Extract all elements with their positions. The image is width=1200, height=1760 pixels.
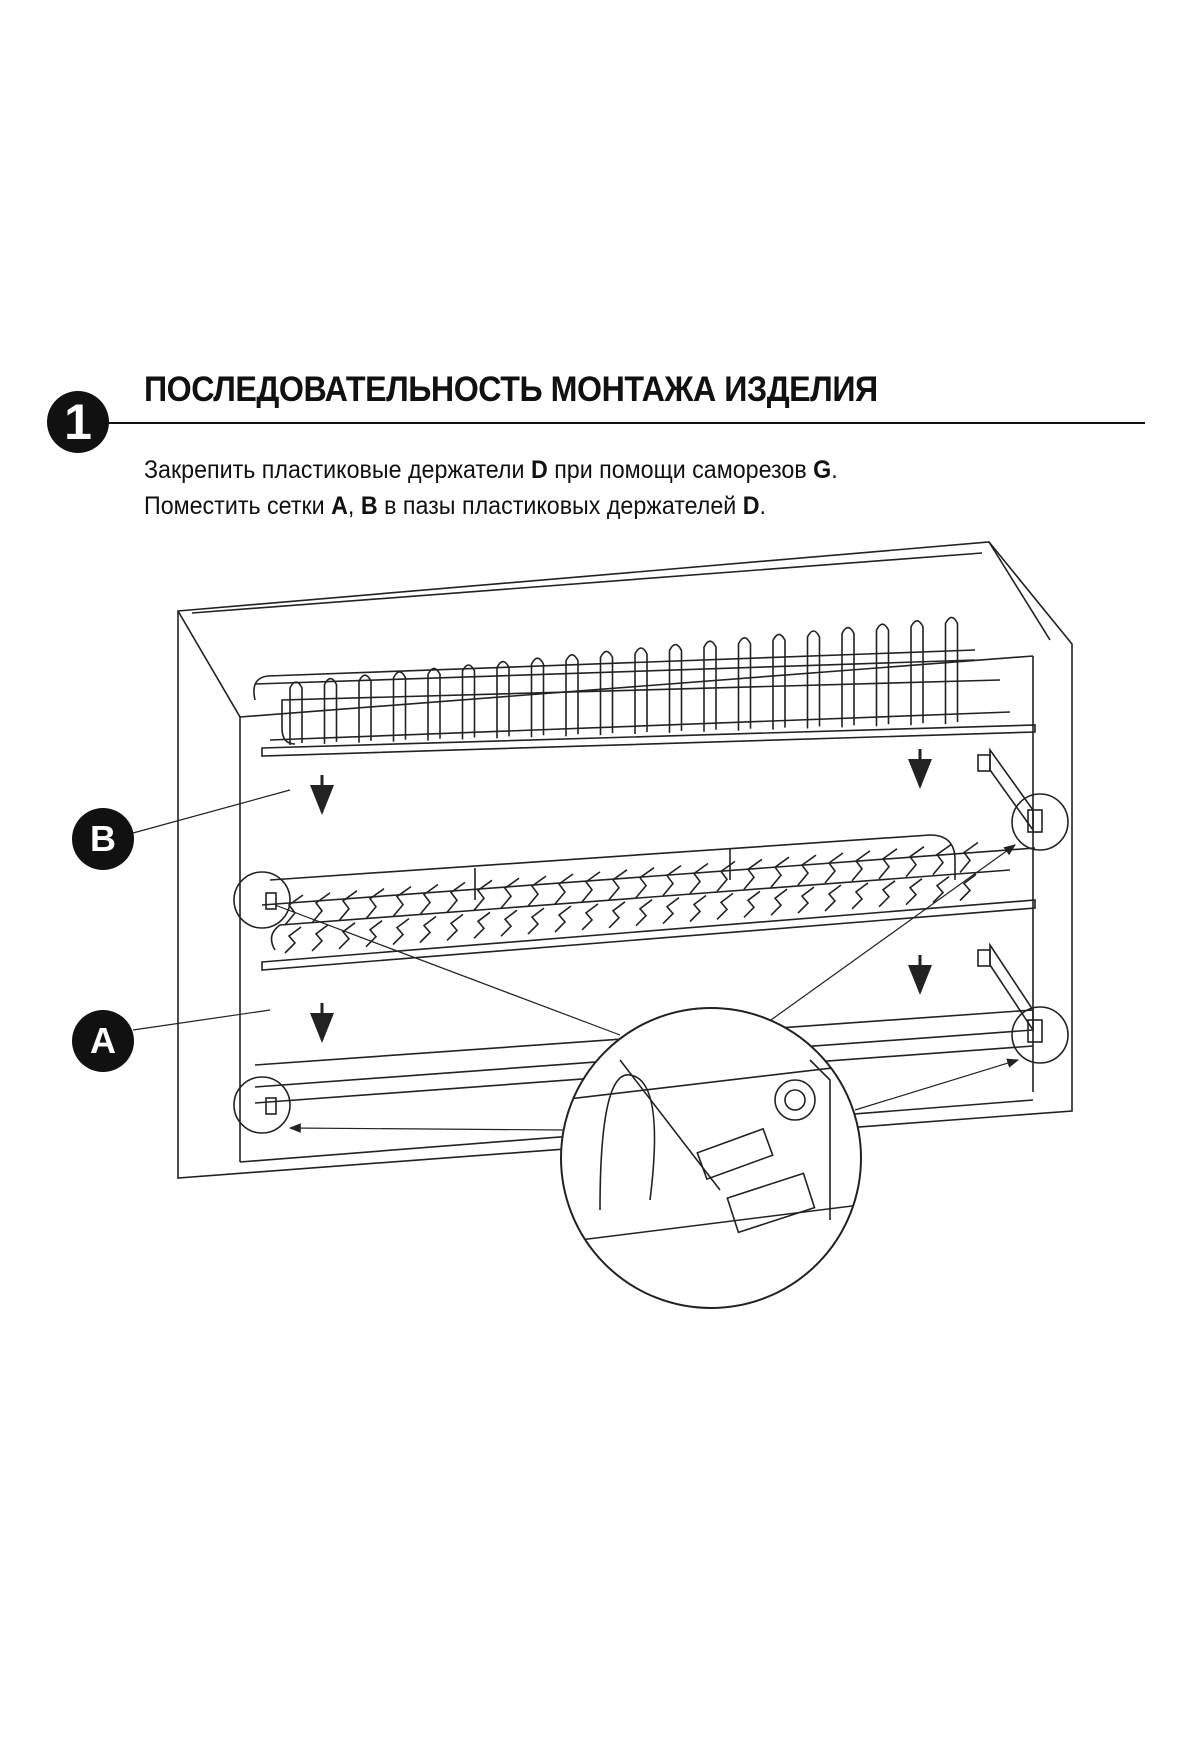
instruction-text: ,: [347, 492, 361, 520]
rack-wire: [878, 848, 898, 908]
rack-wire: [427, 667, 441, 741]
instruction-text: при помощи саморезов: [547, 456, 814, 484]
magnifier-detail: [560, 1007, 862, 1309]
rack-wire: [668, 643, 683, 733]
rack-wire: [932, 843, 952, 904]
instruction-line-1: Закрепить пластиковые держатели D при по…: [144, 456, 838, 485]
rack-wire: [772, 633, 786, 730]
rack-wire: [473, 879, 493, 939]
rack-wire: [392, 671, 407, 742]
wall-holders: [265, 747, 1043, 1115]
rack-wire: [737, 637, 752, 731]
instruction-text: Закрепить пластиковые держатели: [144, 456, 531, 484]
rack-wire: [689, 862, 709, 923]
rack-wire: [338, 890, 358, 950]
rack-wire: [284, 894, 304, 954]
rack-wire: [743, 858, 763, 918]
rack-wire: [716, 860, 736, 920]
rack-wire: [944, 616, 959, 725]
part-ref: G: [813, 456, 832, 484]
rack-wire: [824, 852, 844, 912]
part-ref: B: [360, 492, 378, 520]
rack-wire: [703, 640, 717, 732]
rack-wire: [806, 630, 821, 729]
instruction-text: Поместить сетки: [144, 492, 332, 520]
step-number-badge: 1: [47, 391, 109, 453]
rack-wire: [554, 873, 574, 933]
part-ref: D: [742, 492, 760, 520]
rack-wire: [841, 626, 855, 728]
instruction-text: в пазы пластиковых держателей: [377, 492, 743, 520]
rack-wire: [662, 864, 682, 925]
rack-b-upper: [253, 616, 1036, 757]
down-arrows: [310, 749, 932, 1043]
rack-wire: [392, 885, 412, 946]
rack-wire: [875, 623, 890, 727]
rack-wire: [496, 660, 510, 739]
rack-wire: [599, 650, 614, 736]
rack-wire: [527, 875, 547, 935]
rack-wire: [311, 892, 331, 952]
rack-wire: [634, 647, 648, 734]
instruction-text: .: [831, 456, 838, 484]
rack-wire: [323, 677, 338, 744]
rack-a-label: A: [72, 1010, 134, 1072]
rack-wire: [461, 664, 476, 740]
rack-wire: [419, 883, 439, 944]
rack-wire: [446, 881, 466, 941]
rack-wire: [608, 869, 628, 929]
rack-wire: [770, 856, 790, 916]
rack-wire: [530, 657, 545, 738]
rack-wire: [358, 674, 372, 743]
rack-b-label: B: [72, 808, 134, 870]
leader-lines: [132, 789, 1020, 1133]
rack-wire: [797, 854, 817, 914]
page-title: ПОСЛЕДОВАТЕЛЬНОСТЬ МОНТАЖА ИЗДЕЛИЯ: [144, 370, 878, 409]
title-divider: [105, 422, 1145, 424]
part-ref: D: [530, 456, 548, 484]
rack-wire: [851, 850, 871, 910]
rack-wire: [565, 654, 579, 737]
rack-wire: [910, 620, 924, 726]
rack-wire: [959, 841, 979, 902]
rack-wire: [500, 877, 520, 937]
instruction-line-2: Поместить сетки A, B в пазы пластиковых …: [144, 492, 766, 521]
rack-wire: [905, 846, 925, 906]
rack-wire: [635, 867, 655, 927]
rack-wire: [581, 871, 601, 931]
detail-circles: [233, 793, 1069, 1134]
instruction-text: .: [759, 492, 766, 520]
rack-wire: [289, 681, 303, 745]
part-ref: A: [331, 492, 348, 520]
rack-a-lower: [261, 834, 1036, 971]
